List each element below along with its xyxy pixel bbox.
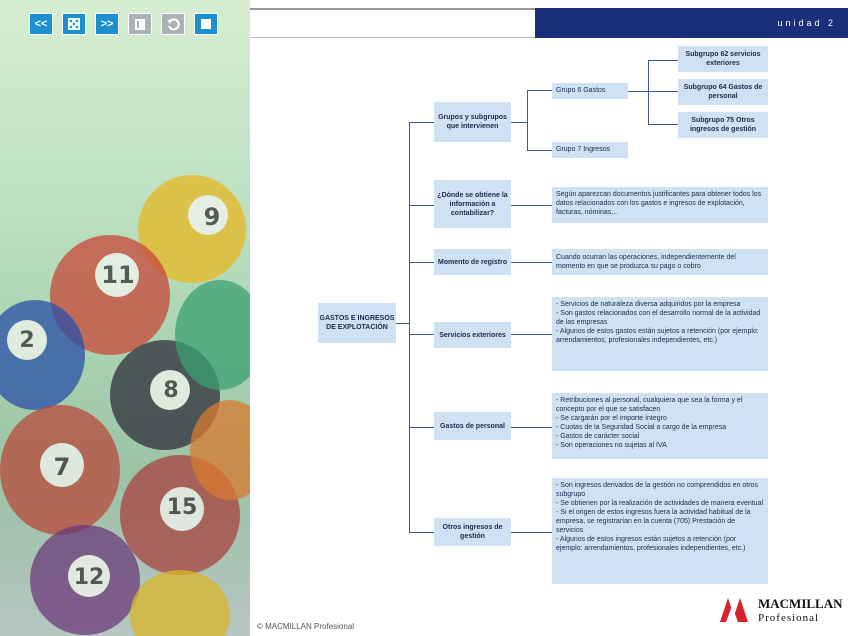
book-icon [135, 18, 145, 30]
connector [409, 205, 434, 206]
list-item: - Algunos de estos gastos están sujetos … [556, 328, 759, 344]
connector [511, 262, 552, 263]
services-title-box: Servicios exteriores [434, 322, 511, 348]
index-button[interactable] [62, 13, 86, 35]
next-button[interactable]: >> [95, 13, 119, 35]
macmillan-logo: MACMILLAN Profesional [718, 592, 843, 628]
where-answer-box: Según aparezcan documentos justificantes… [552, 187, 768, 223]
list-item: - Cuotas de la Seguridad Social a cargo … [556, 424, 727, 431]
sub75-box: Subgrupo 75 Otros ingresos de gestión [678, 112, 768, 138]
list-item: - Son gastos relacionados con el desarro… [556, 310, 761, 326]
personnel-title-box: Gastos de personal [434, 412, 511, 440]
list-item: - Algunos de estos ingresos están sujeto… [556, 536, 746, 552]
services-list-box: - Servicios de naturaleza diversa adquir… [552, 297, 768, 371]
connector [511, 334, 552, 335]
book-button[interactable] [128, 13, 152, 35]
prev-icon: << [34, 18, 48, 30]
connector [648, 124, 678, 125]
connector [527, 90, 528, 150]
back-button[interactable] [161, 13, 185, 35]
connector [511, 427, 552, 428]
root-box: GASTOS E INGRESOS DE EXPLOTACIÓN [318, 303, 396, 343]
personnel-list-box: - Retribuciones al personal, cualquiera … [552, 393, 768, 459]
group7-box: Grupo 7 Ingresos [552, 142, 628, 158]
ball-7: 7 [0, 405, 120, 535]
list-item: - Si el origen de estos ingresos fuera l… [556, 509, 751, 534]
sub64-box: Subgrupo 64 Gastos de personal [678, 79, 768, 105]
sub62-box: Subgrupo 62 servicios exteriores [678, 46, 768, 72]
connector [409, 532, 434, 533]
list-item: - Se cargarán por el importe íntegro [556, 415, 667, 422]
logo-bottom-text: Profesional [758, 612, 820, 624]
stop-icon [201, 19, 211, 29]
dice-icon [68, 18, 80, 30]
ball-orange [190, 400, 250, 500]
stop-button[interactable] [194, 13, 218, 35]
list-item: - Se obtienen por la realización de acti… [556, 500, 764, 507]
connector [409, 122, 410, 532]
where-question-box: ¿Dónde se obtiene la información a conta… [434, 180, 511, 228]
connector [648, 60, 649, 124]
billiard-balls-background: 9 11 2 8 7 15 12 [0, 0, 250, 636]
ball-2: 2 [0, 300, 85, 410]
prev-button[interactable]: << [29, 13, 53, 35]
logo-top-text: MACMILLAN [758, 596, 843, 611]
ball-12: 12 [30, 525, 140, 635]
unit-label: unidad 2 [535, 8, 848, 38]
connector [409, 427, 434, 428]
macmillan-logo-icon [720, 598, 748, 622]
moment-answer-box: Cuando ocurran las operaciones, independ… [552, 249, 768, 275]
list-item: - Son operaciones no sujetas al IVA [556, 442, 667, 449]
connector [409, 334, 434, 335]
group6-box: Grupo 6 Gastos [552, 83, 628, 99]
groups-question-box: Grupos y subgrupos que intervienen [434, 102, 511, 142]
connector [396, 323, 409, 324]
connector [628, 91, 680, 92]
list-item: - Servicios de naturaleza diversa adquir… [556, 301, 741, 308]
moment-title-box: Momento de registro [434, 249, 511, 275]
undo-icon [167, 18, 180, 31]
ball-green [175, 280, 250, 390]
list-item: - Gastos de carácter social [556, 433, 640, 440]
ball-yellow-bottom [130, 570, 230, 636]
connector [511, 532, 552, 533]
copyright-text: © MACMILLAN Profesional [257, 622, 355, 631]
other-title-box: Otros ingresos de gestión [434, 518, 511, 546]
connector [511, 122, 527, 123]
list-item: - Retribuciones al personal, cualquiera … [556, 397, 743, 413]
connector [511, 205, 552, 206]
connector [409, 262, 434, 263]
other-list-box: - Son ingresos derivados de la gestión n… [552, 478, 768, 584]
navigation-toolbar: << >> [29, 13, 218, 35]
list-item: - Son ingresos derivados de la gestión n… [556, 482, 758, 498]
connector [409, 122, 434, 123]
connector [648, 60, 678, 61]
connector [527, 150, 552, 151]
connector [527, 90, 552, 91]
next-icon: >> [100, 18, 114, 30]
